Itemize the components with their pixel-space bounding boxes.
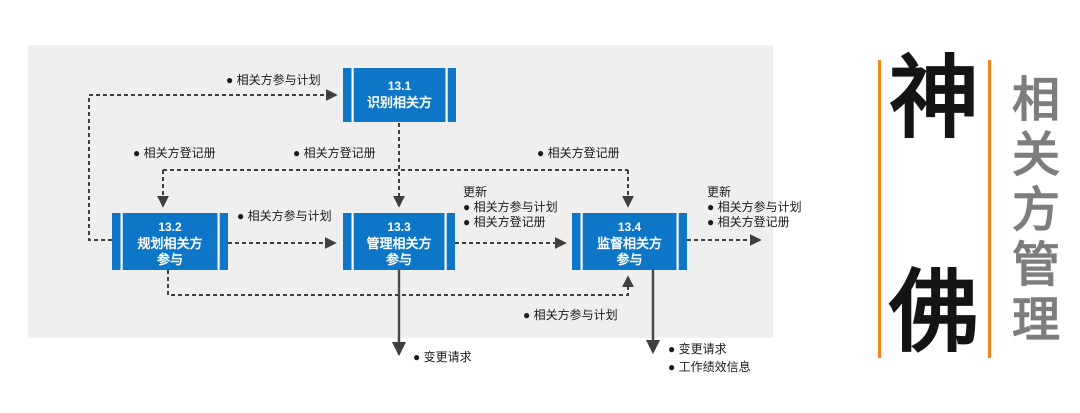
process-number: 13.3 [387, 220, 411, 234]
process-box-13-3: 13.3 管理相关方 参与 [343, 213, 455, 270]
label-updates-register-mid: ● 相关方登记册 [463, 214, 546, 229]
process-box-13-4-rect [572, 213, 687, 270]
label-plan-to-131: ● 相关方参与计划 [226, 72, 321, 87]
process-box-13-2-rect [112, 213, 228, 270]
box-stripe [120, 213, 123, 270]
box-stripe [445, 68, 448, 122]
brand-characters: 神 佛 [881, 49, 987, 363]
orange-divider-right [988, 60, 991, 358]
process-number: 13.1 [388, 79, 412, 93]
process-name: 识别相关方 [367, 95, 432, 110]
process-name: 规划相关方 [137, 236, 202, 251]
process-box-13-2: 13.2 规划相关方 参与 [112, 213, 228, 270]
label-updates-plan-mid: ● 相关方参与计划 [463, 199, 558, 214]
box-stripe [351, 213, 354, 270]
brand-char-bottom: 佛 [889, 262, 979, 363]
label-change-requests-134: ● 变更请求 [668, 341, 727, 356]
label-stakeholder-register-1: ● 相关方登记册 [133, 145, 216, 160]
process-name-line2: 参与 [616, 252, 642, 267]
process-name-line2: 参与 [157, 252, 183, 267]
box-stripe [444, 213, 447, 270]
box-stripe [217, 213, 220, 270]
vertical-page-title: 相关方管理 [1004, 74, 1057, 349]
label-updates-title-mid: 更新 [463, 184, 487, 199]
process-name-line2: 参与 [386, 252, 412, 267]
process-name: 管理相关方 [366, 236, 431, 251]
process-box-13-4: 13.4 监督相关方 参与 [572, 213, 687, 270]
label-plan-132-to-133: ● 相关方参与计划 [237, 208, 332, 223]
box-stripe [676, 213, 679, 270]
process-box-13-3-rect [343, 213, 455, 270]
label-stakeholder-register-2: ● 相关方登记册 [293, 145, 376, 160]
box-stripe [580, 213, 583, 270]
box-stripe [351, 68, 354, 122]
label-change-requests-133: ● 变更请求 [413, 349, 472, 364]
process-name: 监督相关方 [597, 236, 662, 251]
label-updates-plan-right: ● 相关方参与计划 [707, 199, 802, 214]
process-box-13-1: 13.1 识别相关方 [343, 68, 456, 122]
label-updates-title-right: 更新 [707, 184, 731, 199]
brand-char-top: 神 [889, 49, 979, 149]
label-plan-to-134: ● 相关方参与计划 [523, 307, 618, 322]
process-number: 13.4 [618, 220, 642, 234]
process-box-13-1-rect [343, 68, 456, 122]
label-stakeholder-register-3: ● 相关方登记册 [537, 145, 620, 160]
label-updates-register-right: ● 相关方登记册 [707, 214, 790, 229]
process-number: 13.2 [158, 220, 182, 234]
label-work-performance-info: ● 工作绩效信息 [668, 359, 751, 374]
orange-divider-left [878, 60, 881, 358]
